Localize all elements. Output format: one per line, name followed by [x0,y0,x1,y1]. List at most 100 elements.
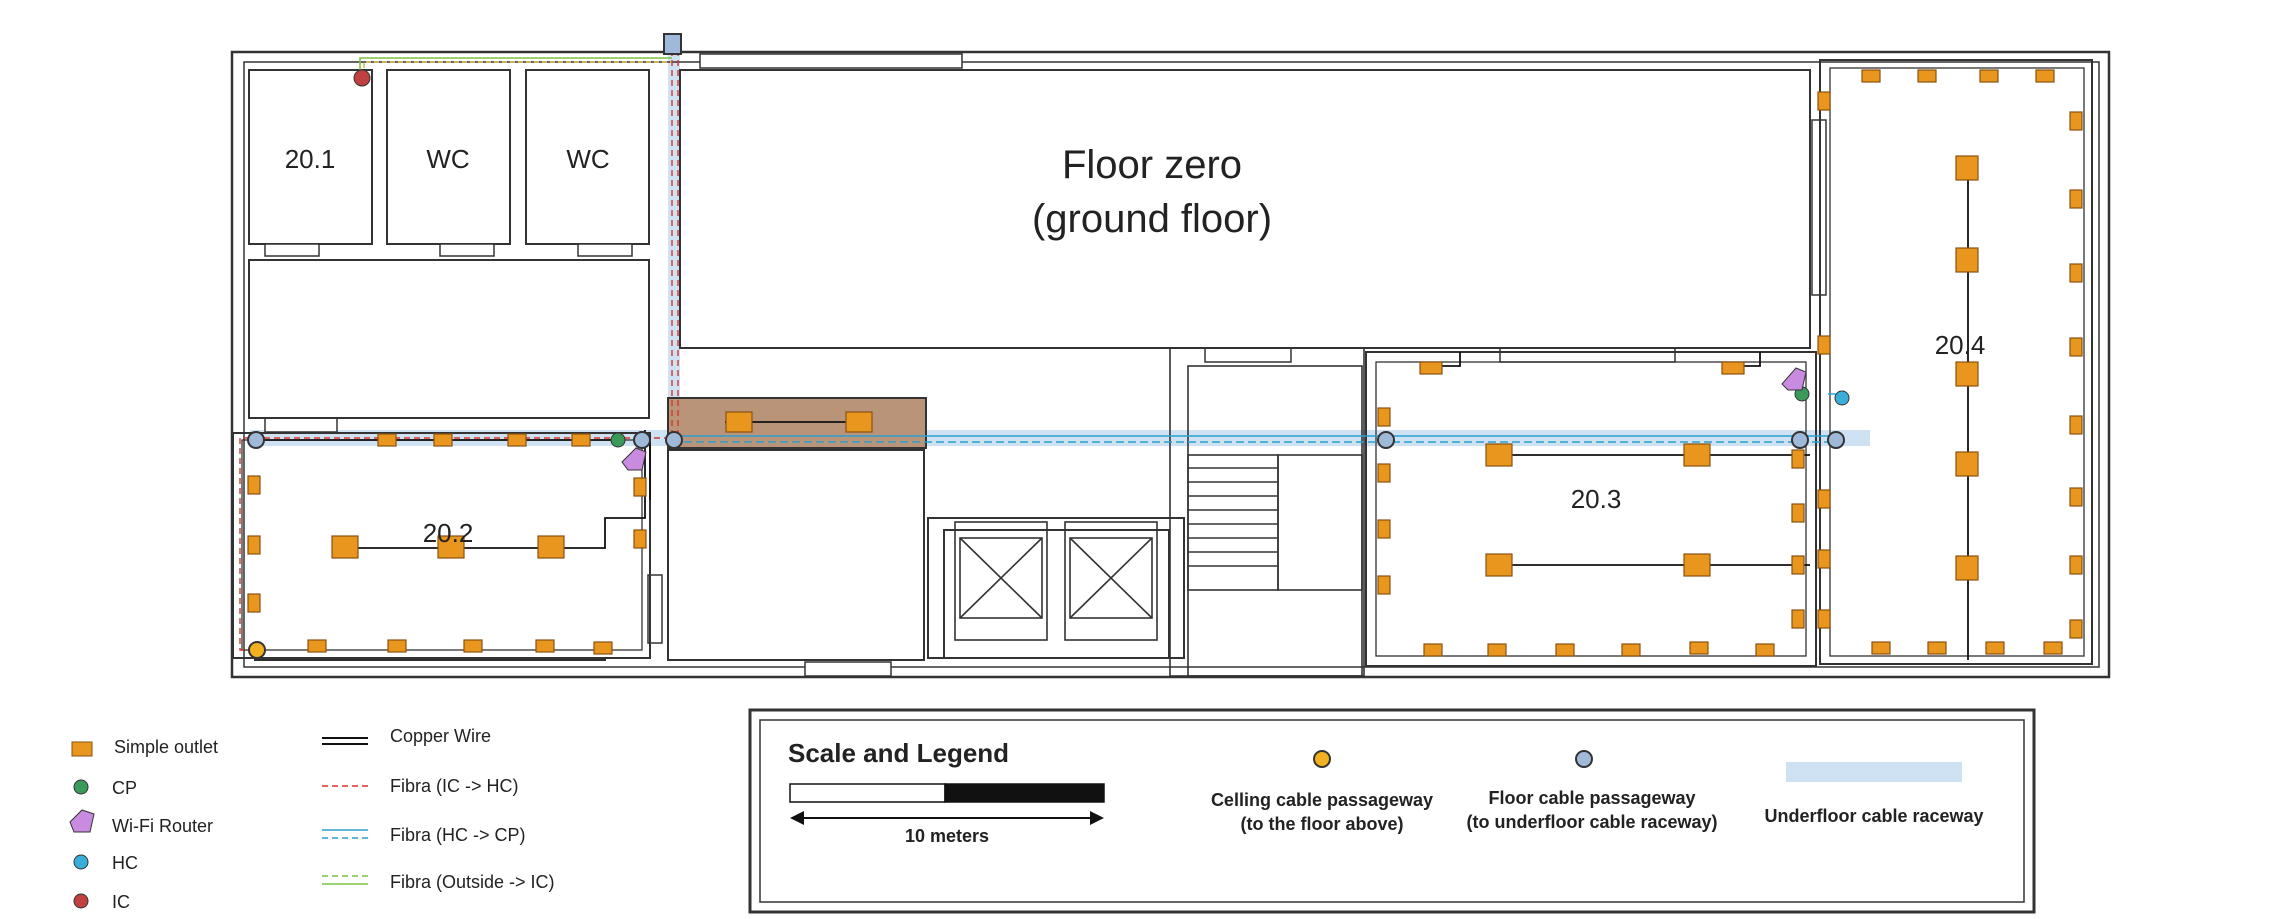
outlet [331,535,359,559]
outlet [2069,415,2083,435]
outlet [1621,643,1641,657]
outlet [2069,263,2083,283]
legend-ic-label: IC [112,892,130,912]
copper-wires [254,168,1969,661]
outlet [1485,553,1513,577]
outlet [2069,487,2083,507]
outlet [535,639,555,653]
outlet [1377,575,1391,595]
raceway-legend-swatch [1786,762,1962,782]
outlets [247,69,2083,657]
outlet [433,433,453,447]
entry-box [663,33,682,55]
fiber-ic-hc [239,50,679,651]
floor-title-line2: (ground floor) [1032,197,1272,241]
outlet [1871,641,1891,655]
outlet [1683,443,1711,467]
outlet [1755,643,1775,657]
scale-bar-white [789,783,946,803]
ceiling-passage-label-2: (to the floor above) [1241,814,1404,834]
outlet [1955,361,1979,387]
outlet [1555,643,1575,657]
floor-passage-legend-icon [1575,750,1593,768]
floor-passageways [247,431,1845,449]
scale-text: 10 meters [905,826,989,846]
outlet [1955,451,1979,477]
ic-node [353,69,371,87]
ceiling-passage-label-1: Celling cable passageway [1211,790,1433,810]
scale-legend-title: Scale and Legend [788,738,1009,768]
outlet [2069,189,2083,209]
legend-hc-label: HC [112,853,138,873]
building-walls [230,50,2111,679]
legend-left: Simple outlet CP Wi-Fi Router HC IC Copp… [69,726,555,912]
legend-copper-label: Copper Wire [390,726,491,746]
legend-fiber-ic-hc-label: Fibra (IC -> HC) [390,776,519,796]
outlet [377,433,397,447]
room-20-4 [1819,59,2093,665]
central-block [667,449,1185,661]
outlet [1791,449,1805,469]
room-label-wc-a: WC [426,144,469,174]
outlet [1791,609,1805,629]
outlet [247,535,261,555]
outlet-legend-icon [71,741,93,757]
hc-node [1834,390,1850,406]
floor-title-line1: Floor zero [1062,143,1242,187]
outlet [2035,69,2055,83]
floor-passage [1827,431,1845,449]
cp-legend-icon [73,779,89,795]
outlet [1955,555,1979,581]
outlet [1419,361,1443,375]
stairs [1169,347,1365,677]
outlet [1927,641,1947,655]
outlet [1791,555,1805,575]
outlet [1683,553,1711,577]
floor-passage [1791,431,1809,449]
ceiling-passage [248,641,266,659]
outlet [307,639,327,653]
outlet [1955,155,1979,181]
floor-passage [1377,431,1395,449]
room-label-20-4: 20.4 [1935,330,1986,360]
room-label-20-1: 20.1 [285,144,336,174]
room-20-3 [1365,351,1817,667]
outlet [633,529,647,549]
outlet [1791,503,1805,523]
outlet [2069,619,2083,639]
room-labels: 20.1 WC WC 20.2 20.3 20.4 Floor zero (gr… [285,143,1986,548]
wifi-router-legend-icon [69,809,95,833]
outlet [1955,247,1979,273]
floor-passage-label-1: Floor cable passageway [1488,788,1695,808]
outlet [1817,91,1831,111]
floor-passage [665,431,683,449]
outlet [1861,69,1881,83]
outlet [1817,489,1831,509]
room-label-20-3: 20.3 [1571,484,1622,514]
elevators [954,521,1158,641]
floor-passage-label-2: (to underfloor cable raceway) [1466,812,1717,832]
floor-passage [633,431,651,449]
telecom-cabinet [667,397,927,449]
network-nodes [353,69,1850,471]
floor-passage [247,431,265,449]
outlet [2069,111,2083,131]
hc-legend-icon [73,854,89,870]
outlet [1485,443,1513,467]
room-label-20-2: 20.2 [423,518,474,548]
outlet [247,475,261,495]
scale-legend-box: Scale and Legend 10 meters Celling cable… [748,708,2036,914]
outlet [845,411,873,433]
outlet [2069,555,2083,575]
outlet [2069,337,2083,357]
legend-fiber-out-ic-label: Fibra (Outside -> IC) [390,872,555,892]
outlet [437,535,465,559]
legend-fiber-hc-cp-label: Fibra (HC -> CP) [390,825,526,845]
outlet [725,411,753,433]
ic-legend-icon [73,893,89,909]
outlet [387,639,407,653]
room-doors [264,53,1827,677]
outlet [1377,463,1391,483]
outlet [1985,641,2005,655]
outlet [1917,69,1937,83]
